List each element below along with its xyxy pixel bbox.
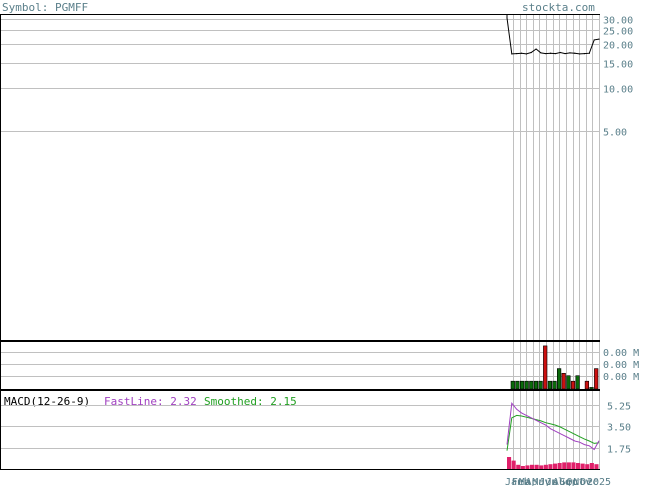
macd-histogram-bar bbox=[585, 464, 590, 469]
volume-bar bbox=[538, 380, 543, 390]
macd-smoothed-label: Smoothed: 2.15 bbox=[204, 395, 297, 408]
price-tick-label: 10.00 bbox=[603, 85, 633, 96]
price-point bbox=[588, 52, 590, 54]
grid-layer bbox=[1, 15, 600, 469]
macd-tick-label: 1.75 bbox=[607, 445, 631, 456]
price-point bbox=[540, 52, 542, 54]
price-point bbox=[583, 52, 586, 55]
volume-bar bbox=[566, 375, 571, 390]
macd-histogram-bar bbox=[594, 464, 599, 469]
macd-histogram-bar bbox=[520, 466, 525, 469]
volume-bar bbox=[575, 375, 580, 390]
price-tick-label: 30.00 bbox=[603, 16, 633, 27]
volume-bar bbox=[515, 380, 520, 390]
price-point bbox=[525, 53, 527, 55]
macd-fastline-label: FastLine: 2.32 bbox=[104, 395, 197, 408]
macd-histogram-bar bbox=[539, 465, 544, 469]
price-point bbox=[598, 38, 600, 40]
macd-tick-label: 5.25 bbox=[607, 402, 631, 413]
x-axis-month-label: Mar bbox=[519, 477, 537, 486]
price-point bbox=[545, 52, 547, 55]
macd-histogram-bar bbox=[557, 463, 562, 469]
macd-layer bbox=[506, 401, 600, 469]
x-axis-month-label: Sep bbox=[560, 477, 578, 486]
macd-histogram-bar bbox=[589, 463, 594, 469]
price-layer bbox=[506, 15, 600, 55]
price-point bbox=[564, 52, 566, 55]
price-tick-label: 5.00 bbox=[603, 128, 627, 139]
x-axis-month-label: May bbox=[532, 477, 550, 486]
volume-layer bbox=[510, 345, 599, 390]
macd-histogram-bar bbox=[516, 464, 521, 469]
price-point bbox=[593, 39, 595, 41]
volume-tick-label: 0.00 M bbox=[603, 348, 639, 359]
price-point bbox=[516, 52, 518, 55]
volume-bar bbox=[547, 380, 552, 390]
price-point bbox=[549, 52, 552, 54]
macd-histogram-bar bbox=[553, 463, 558, 469]
price-point bbox=[535, 48, 537, 50]
volume-bar bbox=[570, 380, 576, 390]
volume-bar bbox=[556, 368, 562, 390]
macd-histogram-bar bbox=[507, 457, 512, 469]
x-axis-month-label: Feb bbox=[512, 477, 530, 486]
volume-bar bbox=[519, 380, 525, 390]
x-axis-month-label: Aug bbox=[553, 477, 571, 486]
price-point bbox=[511, 53, 513, 55]
volume-bar bbox=[584, 380, 589, 390]
price-point bbox=[559, 51, 561, 54]
price-point bbox=[530, 51, 532, 54]
macd-histogram-bar bbox=[511, 460, 516, 469]
symbol-label: Symbol: PGMFF bbox=[2, 1, 88, 14]
macd-smoothed-line bbox=[506, 414, 600, 451]
macd-title: MACD(12-26-9) bbox=[4, 395, 90, 408]
price-tick-label: 15.00 bbox=[603, 60, 633, 71]
volume-bar bbox=[561, 372, 566, 390]
macd-histogram-bar bbox=[548, 464, 553, 469]
price-tick-label: 20.00 bbox=[603, 41, 633, 52]
macd-histogram-bar bbox=[525, 465, 530, 469]
macd-histogram-bar bbox=[571, 462, 576, 469]
macd-histogram-bar bbox=[580, 463, 585, 469]
price-point bbox=[554, 52, 557, 55]
x-axis-month-label: Jun bbox=[539, 477, 557, 486]
volume-bar bbox=[524, 380, 529, 390]
x-axis-month-label: Dec bbox=[580, 477, 598, 486]
volume-bar bbox=[552, 380, 557, 390]
x-axis-month-label: Jan bbox=[505, 477, 523, 486]
volume-bar bbox=[533, 380, 539, 390]
macd-histogram-bar bbox=[576, 463, 581, 469]
macd-histogram-bar bbox=[562, 462, 567, 469]
price-point bbox=[579, 53, 581, 55]
price-point bbox=[569, 52, 571, 54]
x-axis-month-label: Nov bbox=[573, 477, 591, 486]
volume-bar bbox=[510, 380, 515, 390]
site-label: stockta.com bbox=[522, 1, 595, 14]
volume-tick-label: 0.00 M bbox=[603, 360, 639, 371]
price-tick-label: 25.00 bbox=[603, 27, 633, 38]
x-axis-month-label: Jul bbox=[546, 477, 564, 486]
macd-histogram-bar bbox=[543, 464, 548, 469]
macd-tick-label: 3.50 bbox=[607, 423, 631, 434]
macd-histogram-bar bbox=[530, 464, 535, 469]
macd-histogram-bar bbox=[534, 464, 539, 469]
x-axis-month-label: Apr bbox=[526, 477, 544, 486]
volume-bar bbox=[543, 345, 548, 390]
volume-bar bbox=[529, 380, 534, 390]
price-point bbox=[506, 17, 508, 19]
x-axis-month-label: Oct bbox=[567, 477, 585, 486]
volume-tick-label: 0.00 M bbox=[603, 372, 639, 383]
volume-bar bbox=[594, 368, 599, 390]
macd-fast-line bbox=[506, 401, 600, 451]
macd-histogram-bar bbox=[566, 462, 571, 469]
x-axis-month-label: 2025 bbox=[587, 477, 611, 486]
price-point bbox=[520, 52, 523, 54]
volume-bar bbox=[589, 387, 594, 390]
price-point bbox=[574, 52, 576, 54]
